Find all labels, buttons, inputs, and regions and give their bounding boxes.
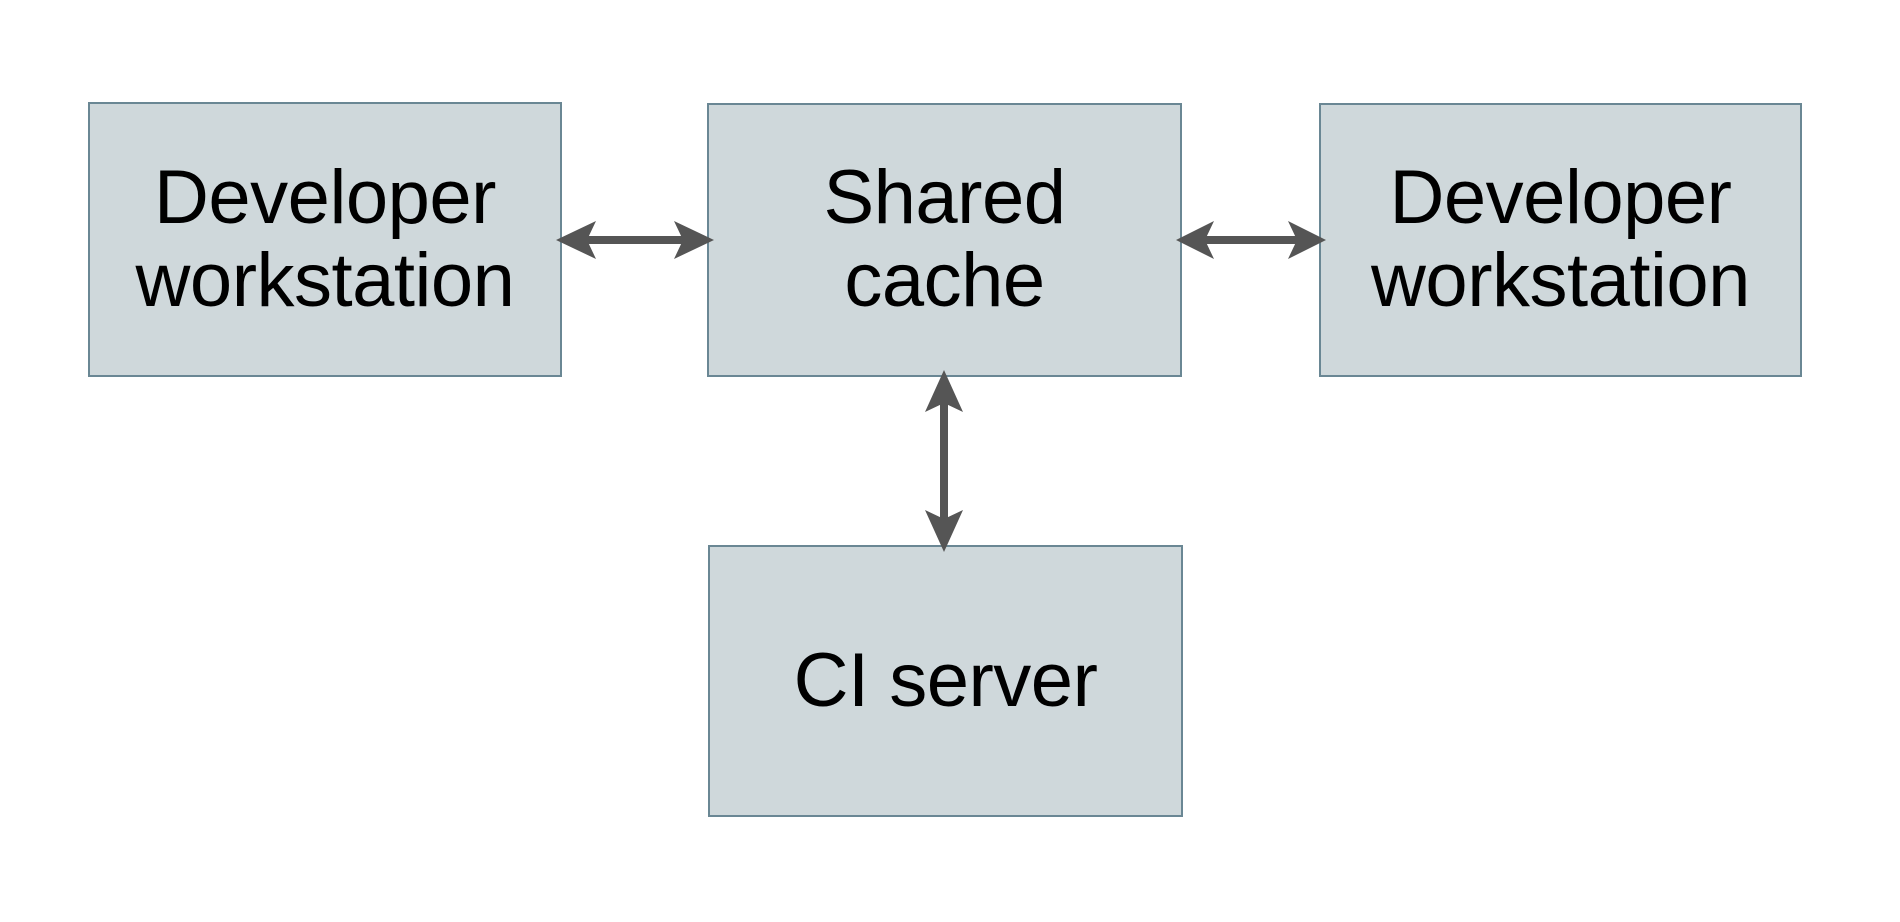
node-label: Developer workstation [1371,155,1750,323]
connector-dev-left-to-shared-cache[interactable] [556,206,714,274]
connector-shared-cache-to-dev-right[interactable] [1176,206,1326,274]
double-arrow-icon [925,370,963,552]
node-label: Developer workstation [135,154,515,323]
double-arrow-icon [1176,221,1326,259]
double-arrow-icon [556,221,714,259]
node-shared-cache[interactable]: Shared cache [707,103,1182,377]
node-developer-workstation-left[interactable]: Developer workstation [88,102,562,377]
node-developer-workstation-right[interactable]: Developer workstation [1319,103,1802,377]
node-label: CI server [793,637,1098,723]
connector-shared-cache-to-ci-server[interactable] [910,370,978,552]
node-ci-server[interactable]: CI server [708,545,1183,817]
node-label: Shared cache [823,155,1066,323]
